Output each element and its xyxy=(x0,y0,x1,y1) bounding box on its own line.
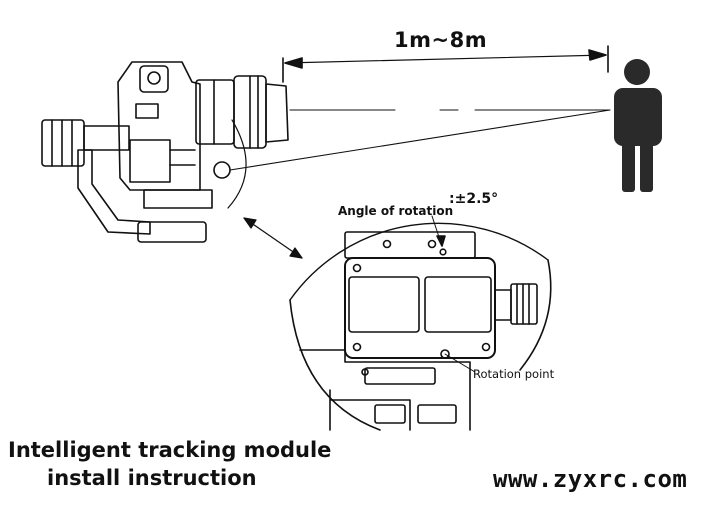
person-silhouette-icon xyxy=(614,59,662,192)
camera-gimbal-icon xyxy=(41,61,289,243)
magnified-detail xyxy=(289,215,552,431)
sight-lines xyxy=(229,109,611,171)
rotation-point-label: Rotation point xyxy=(473,367,555,381)
angle-of-rotation-label: Angle of rotation xyxy=(338,204,454,218)
title-line-1: Intelligent tracking module xyxy=(8,438,332,462)
title-line-2: install instruction xyxy=(47,466,257,490)
angle-value-label: :±2.5° xyxy=(449,191,499,207)
distance-dimension xyxy=(282,45,609,83)
website-url: www.zyxrc.com xyxy=(493,465,688,493)
zoom-connector xyxy=(227,119,303,259)
distance-range-label: 1m~8m xyxy=(394,28,488,52)
